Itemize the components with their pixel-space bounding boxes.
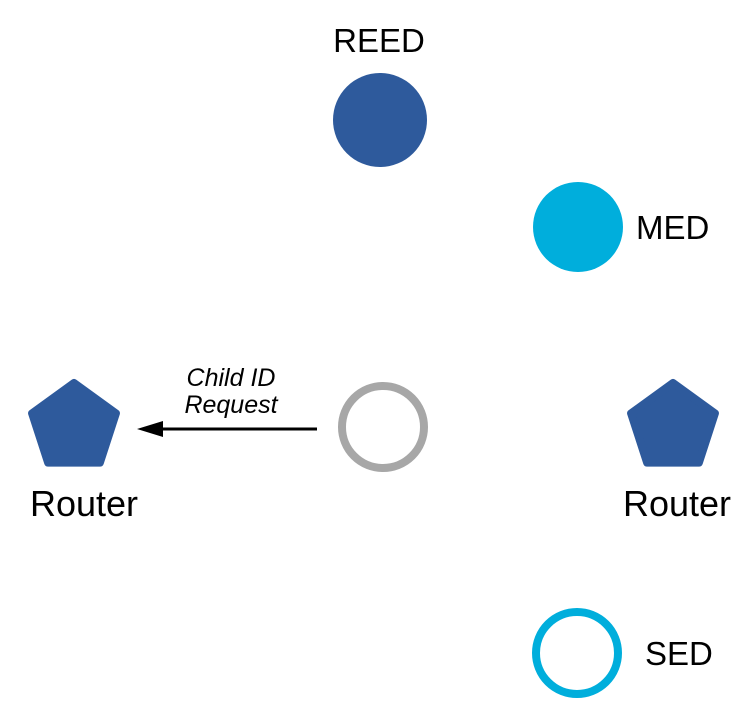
router-left-label: Router <box>30 483 138 524</box>
joining-device-circle <box>338 382 428 472</box>
router-right-label: Router <box>623 483 731 524</box>
sed-node-circle <box>532 608 622 698</box>
med-node-label: MED <box>636 209 709 246</box>
child-id-request-arrow-head <box>137 421 163 437</box>
child-id-request-label-line1: Child ID <box>187 364 276 392</box>
reed-node-circle <box>333 73 427 167</box>
child-id-request-label-line2: Request <box>184 391 278 419</box>
router-left-pentagon <box>28 379 120 467</box>
sed-node-label: SED <box>645 635 713 672</box>
router-right-pentagon <box>627 379 719 467</box>
med-node-circle <box>533 182 623 272</box>
reed-node-label: REED <box>333 22 425 59</box>
